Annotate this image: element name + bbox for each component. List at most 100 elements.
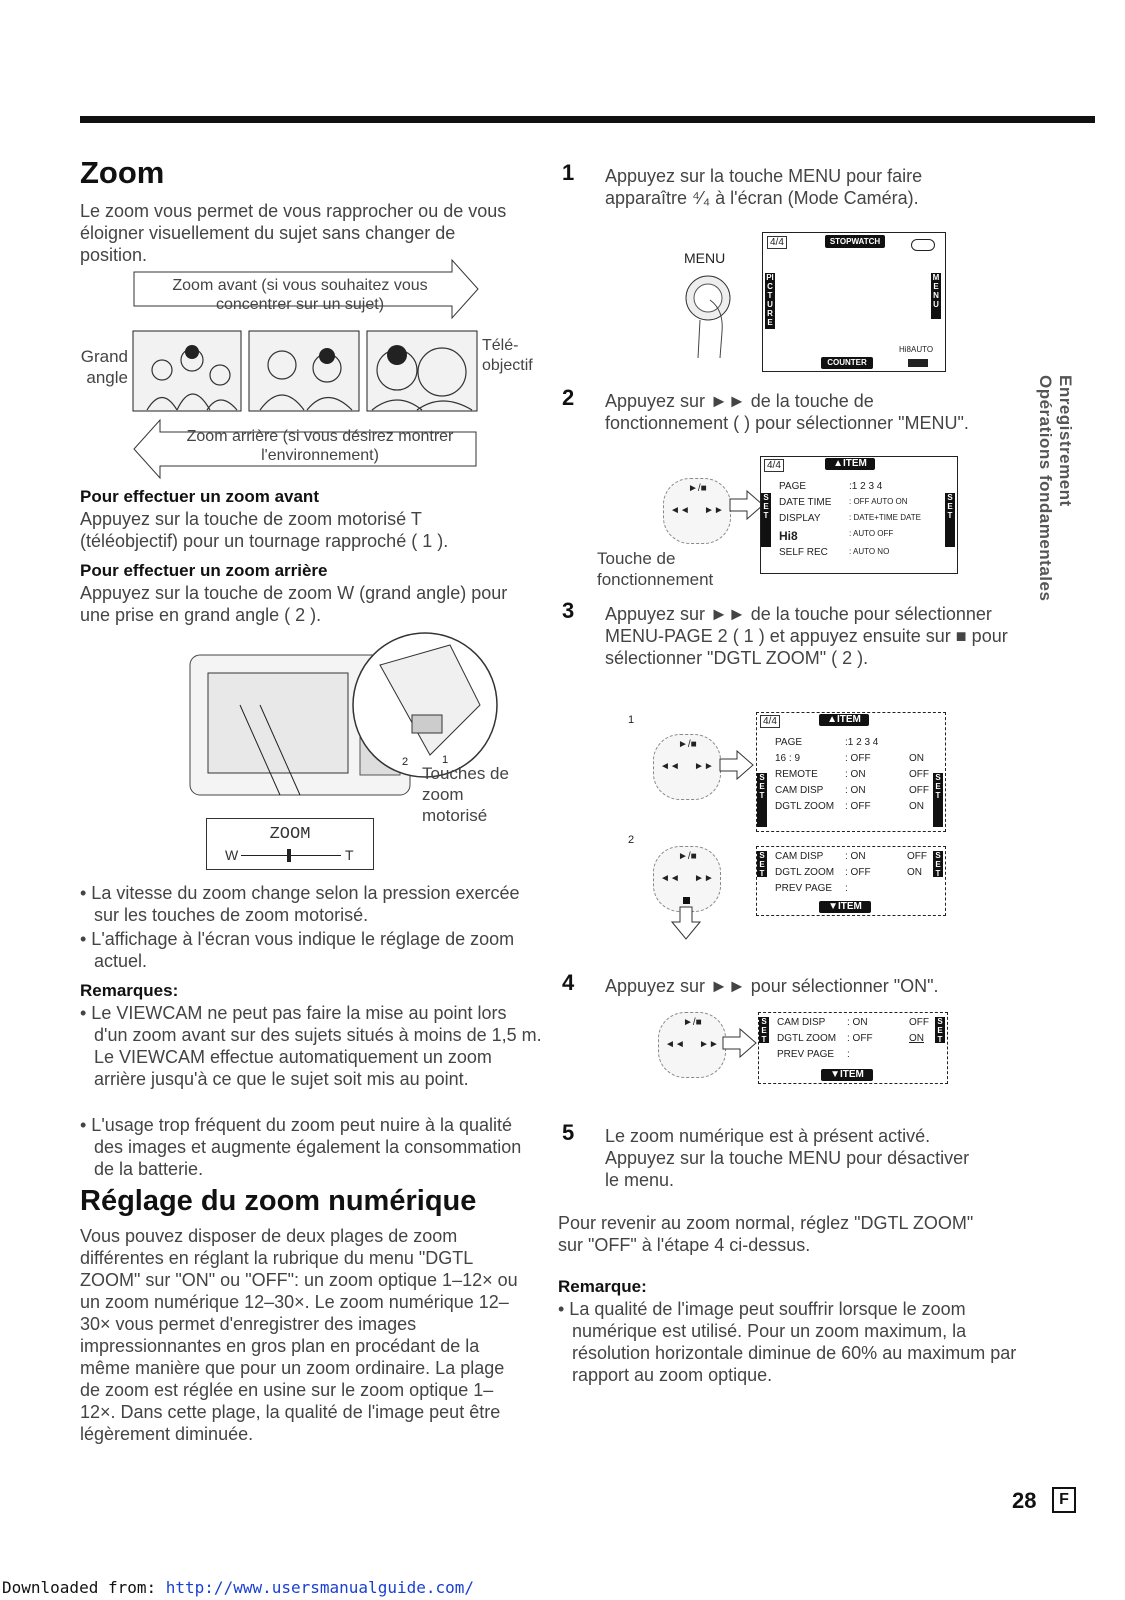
download-footer: Downloaded from: http://www.usersmanualg… — [2, 1578, 474, 1597]
zoom-keys-label: Touches de zoom motorisé — [422, 764, 509, 825]
step-5-text: Le zoom numérique est à présent activé. … — [605, 1126, 970, 1190]
set-left-label: SET — [757, 773, 767, 827]
menu-row-alt: OFF — [909, 1017, 929, 1028]
picture-label: PICTURE — [765, 273, 775, 329]
menu-row-value: : OFF — [845, 753, 871, 764]
zoom-position-marker — [287, 849, 291, 862]
remarque-usage: • L'usage trop fréquent du zoom peut nui… — [80, 1115, 522, 1179]
battery-icon — [908, 359, 928, 367]
step-3-number: 3 — [562, 598, 575, 623]
menu-row-label: DISPLAY — [779, 513, 821, 524]
zoom-out-paragraph: Appuyez sur la touche de zoom W (grand a… — [80, 583, 508, 625]
menu-row-alt-selected: ON — [909, 1033, 924, 1044]
menu-row-value: : AUTO OFF — [849, 529, 894, 538]
screen-step-2: 4/4 ▲ITEM SET SET PAGE :1 2 3 4 DATE TIM… — [760, 456, 958, 574]
zoom-w: W — [225, 847, 239, 863]
zoom-in-label: Zoom avant (si vous souhaitez vous conce… — [172, 277, 428, 313]
menu-row-label: DGTL ZOOM — [777, 1033, 837, 1044]
zoom-indicator-title: ZOOM — [269, 825, 311, 844]
subheading-zoom-out: Pour effectuer un zoom arrière — [80, 561, 328, 580]
counter-badge: COUNTER — [821, 357, 873, 369]
menu-button-label: MENU — [684, 250, 726, 266]
operation-key-3a[interactable]: ►/■ ◄◄ ►► — [653, 734, 721, 800]
page-language-badge: F — [1052, 1487, 1076, 1513]
menu-row-label: CAM DISP — [775, 785, 824, 796]
side-tab-line-2: Enregistrement — [1056, 375, 1075, 507]
menu-row-label: REMOTE — [775, 769, 818, 780]
menu-row-alt: OFF — [907, 851, 927, 862]
menu-row-label: PREV PAGE — [777, 1049, 835, 1060]
illustration-label-1: 1 — [628, 714, 635, 726]
section-title-zoom: Zoom — [80, 155, 165, 190]
set-left-label: SET — [757, 851, 767, 878]
item-up-badge: ▲ITEM — [819, 714, 869, 726]
menu-row-value: :1 2 3 4 — [849, 481, 883, 492]
remarque-focus: • Le VIEWCAM ne peut pas faire la mise a… — [80, 1003, 542, 1089]
arrow-right-icon — [719, 750, 754, 780]
menu-row-label: Hi8 — [779, 529, 798, 543]
operation-key-4[interactable]: ►/■ ◄◄ ►► — [658, 1012, 726, 1078]
menu-row-alt: OFF — [909, 769, 929, 780]
top-rule — [80, 116, 1095, 123]
section-title-digital-zoom: Réglage du zoom numérique — [80, 1185, 477, 1217]
menu-button-illustration — [685, 275, 731, 359]
side-tab: Opérations fondamentales Enregistrement — [1030, 375, 1080, 605]
bullet-speed: • La vitesse du zoom change selon la pre… — [80, 883, 520, 925]
menu-row-alt: ON — [909, 753, 924, 764]
step-4-text: Appuyez sur ►► pour sélectionner "ON". — [605, 976, 939, 996]
hi8-auto: Hi8AUTO — [899, 345, 934, 354]
page-4-indicator: 4/4 — [767, 236, 787, 249]
menu-row-label: PAGE — [779, 481, 807, 492]
zoom-scale — [241, 855, 341, 856]
item-down-badge: ▼ITEM — [819, 901, 871, 913]
menu-row-label: SELF REC — [779, 547, 828, 558]
menu-row-label: PREV PAGE — [775, 883, 833, 894]
menu-row-label: CAM DISP — [775, 851, 824, 862]
set-right-label: SET — [933, 773, 943, 827]
item-down-badge: ▼ITEM — [821, 1069, 873, 1081]
menu-vertical-label: MENU — [931, 273, 941, 319]
menu-row-value: : OFF — [845, 867, 871, 878]
bullet-display: • L'affichage à l'écran vous indique le … — [80, 929, 515, 971]
svg-text:1: 1 — [442, 754, 448, 766]
side-tab-line-1: Opérations fondamentales — [1036, 375, 1055, 602]
zoom-intro: Le zoom vous permet de vous rapprocher o… — [80, 201, 507, 265]
menu-row-alt: ON — [907, 867, 922, 878]
step-1-number: 1 — [562, 160, 575, 185]
menu-row-label: 16 : 9 — [775, 753, 801, 764]
step-2-text: Appuyez sur ►► de la touche de fonctionn… — [605, 391, 969, 433]
zoom-t: T — [345, 847, 354, 863]
set-right-label: SET — [945, 493, 955, 547]
menu-row-label: DGTL ZOOM — [775, 801, 835, 812]
operation-key-3b[interactable]: ►/■ ◄◄ ►► — [653, 846, 721, 912]
svg-text:2: 2 — [402, 756, 408, 768]
menu-row-value: :1 2 3 4 — [845, 737, 879, 748]
menu-row-value: : ON — [847, 1017, 868, 1028]
menu-row-value: : — [847, 1049, 850, 1060]
zoom-out-label: Zoom arrière (si vous désirez montrer l'… — [186, 428, 454, 464]
zoom-in-arrow — [133, 258, 479, 320]
illustration-label-2: 2 — [628, 834, 635, 846]
set-right-label: SET — [935, 1017, 945, 1044]
menu-row-label: DGTL ZOOM — [775, 867, 835, 878]
arrow-down-icon — [671, 906, 701, 940]
page-number: 28 — [1012, 1488, 1037, 1513]
tele-label: Télé-objectif — [482, 337, 533, 374]
menu-row-value: : ON — [845, 785, 866, 796]
step-2-number: 2 — [562, 385, 575, 410]
zoom-in-paragraph: Appuyez sur la touche de zoom motorisé T… — [80, 509, 449, 551]
menu-row-value: : OFF — [847, 1033, 873, 1044]
footer-prefix: Downloaded from: — [2, 1578, 166, 1597]
stop-square-icon — [683, 897, 690, 904]
return-paragraph: Pour revenir au zoom normal, réglez "DGT… — [558, 1213, 974, 1255]
menu-row-value: : ON — [845, 769, 866, 780]
footer-link[interactable]: http://www.usersmanualguide.com/ — [165, 1578, 475, 1597]
arrow-right-icon — [722, 1028, 757, 1058]
step-4-number: 4 — [562, 970, 575, 995]
remarque-title: Remarque: — [558, 1277, 647, 1296]
screen-step-1: 4/4 STOPWATCH PICTURE MENU COUNTER Hi8AU… — [762, 232, 946, 372]
menu-row-alt: ON — [909, 801, 924, 812]
set-left-label: SET — [761, 493, 771, 547]
wide-angle-label: Grand angle — [80, 347, 128, 387]
operation-key[interactable]: ►/■ ◄◄ ►► — [663, 478, 731, 544]
